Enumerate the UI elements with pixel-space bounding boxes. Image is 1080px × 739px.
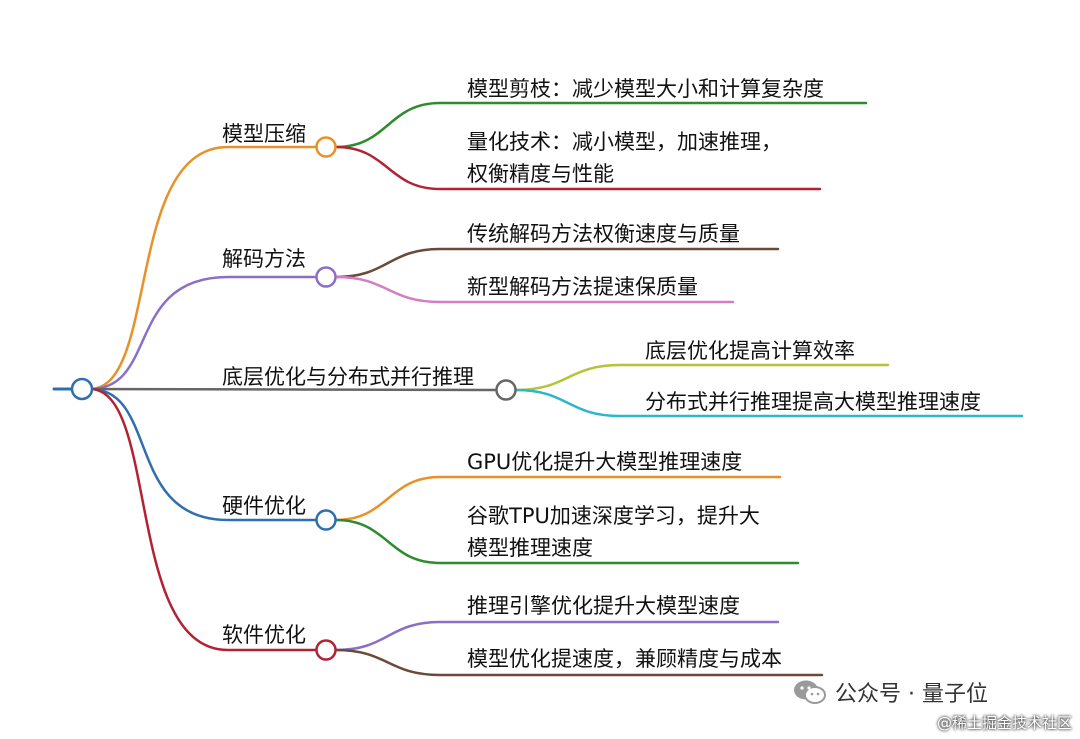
leaf-label-traditional-decoding: 传统解码方法权衡速度与质量 xyxy=(467,222,740,246)
branch-connector-lowlevel-distributed xyxy=(80,387,498,392)
leaf-label-tpu-line1: 谷歌TPU加速深度学习，提升大 xyxy=(467,504,760,528)
branch-node-model-compression xyxy=(315,136,337,158)
community-watermark: @稀土掘金技术社区 xyxy=(936,714,1072,732)
branch-label-hardware: 硬件优化 xyxy=(222,494,306,518)
branch-connector-hardware xyxy=(88,387,318,522)
leaf-connector-decoding-methods-1 xyxy=(334,247,780,279)
leaf-label-tpu-line2: 模型推理速度 xyxy=(467,536,593,560)
leaf-label-new-decoding: 新型解码方法提速保质量 xyxy=(467,275,698,299)
branch-node-lowlevel-distributed xyxy=(495,379,517,401)
wechat-account-text: 公众号 · 量子位 xyxy=(835,682,988,707)
leaf-connector-model-compression-1 xyxy=(334,101,868,149)
leaf-connector-software-2 xyxy=(334,648,824,677)
leaf-label-quantization-line2: 权衡精度与性能 xyxy=(467,162,614,186)
leaf-connector-model-compression-2 xyxy=(334,145,822,191)
branch-label-lowlevel-distributed: 底层优化与分布式并行推理 xyxy=(222,365,474,389)
wechat-icon xyxy=(794,680,826,704)
leaf-connector-lowlevel-distributed-1 xyxy=(514,363,890,392)
root-node xyxy=(70,377,94,401)
branch-node-software xyxy=(315,639,337,661)
leaf-connector-lowlevel-distributed-2 xyxy=(514,388,1024,418)
leaf-connector-software-1 xyxy=(334,620,780,652)
branch-connector-decoding-methods xyxy=(88,275,318,391)
leaf-connector-hardware-2 xyxy=(334,518,800,565)
branch-connector-software xyxy=(88,387,318,652)
branch-label-model-compression: 模型压缩 xyxy=(222,122,306,146)
leaf-connector-hardware-1 xyxy=(334,475,782,522)
leaf-label-lowlevel-optimization: 底层优化提高计算效率 xyxy=(645,339,855,363)
branch-label-decoding-methods: 解码方法 xyxy=(222,247,306,271)
branch-node-decoding-methods xyxy=(315,266,337,288)
leaf-label-model-optimization: 模型优化提速度，兼顾精度与成本 xyxy=(467,647,782,671)
leaf-label-pruning: 模型剪枝：减少模型大小和计算复杂度 xyxy=(467,77,824,101)
leaf-label-gpu-optimization: GPU优化提升大模型推理速度 xyxy=(467,450,743,474)
branch-node-hardware xyxy=(315,509,337,531)
branch-label-software: 软件优化 xyxy=(222,623,306,647)
leaf-label-quantization-line1: 量化技术：减小模型，加速推理， xyxy=(467,130,782,154)
wechat-account-watermark: 公众号 · 量子位 xyxy=(793,676,988,708)
leaf-label-inference-engine: 推理引擎优化提升大模型速度 xyxy=(467,594,740,618)
branch-connector-model-compression xyxy=(88,145,318,391)
leaf-connector-decoding-methods-2 xyxy=(334,275,735,304)
leaf-label-distributed-inference: 分布式并行推理提高大模型推理速度 xyxy=(645,390,981,414)
